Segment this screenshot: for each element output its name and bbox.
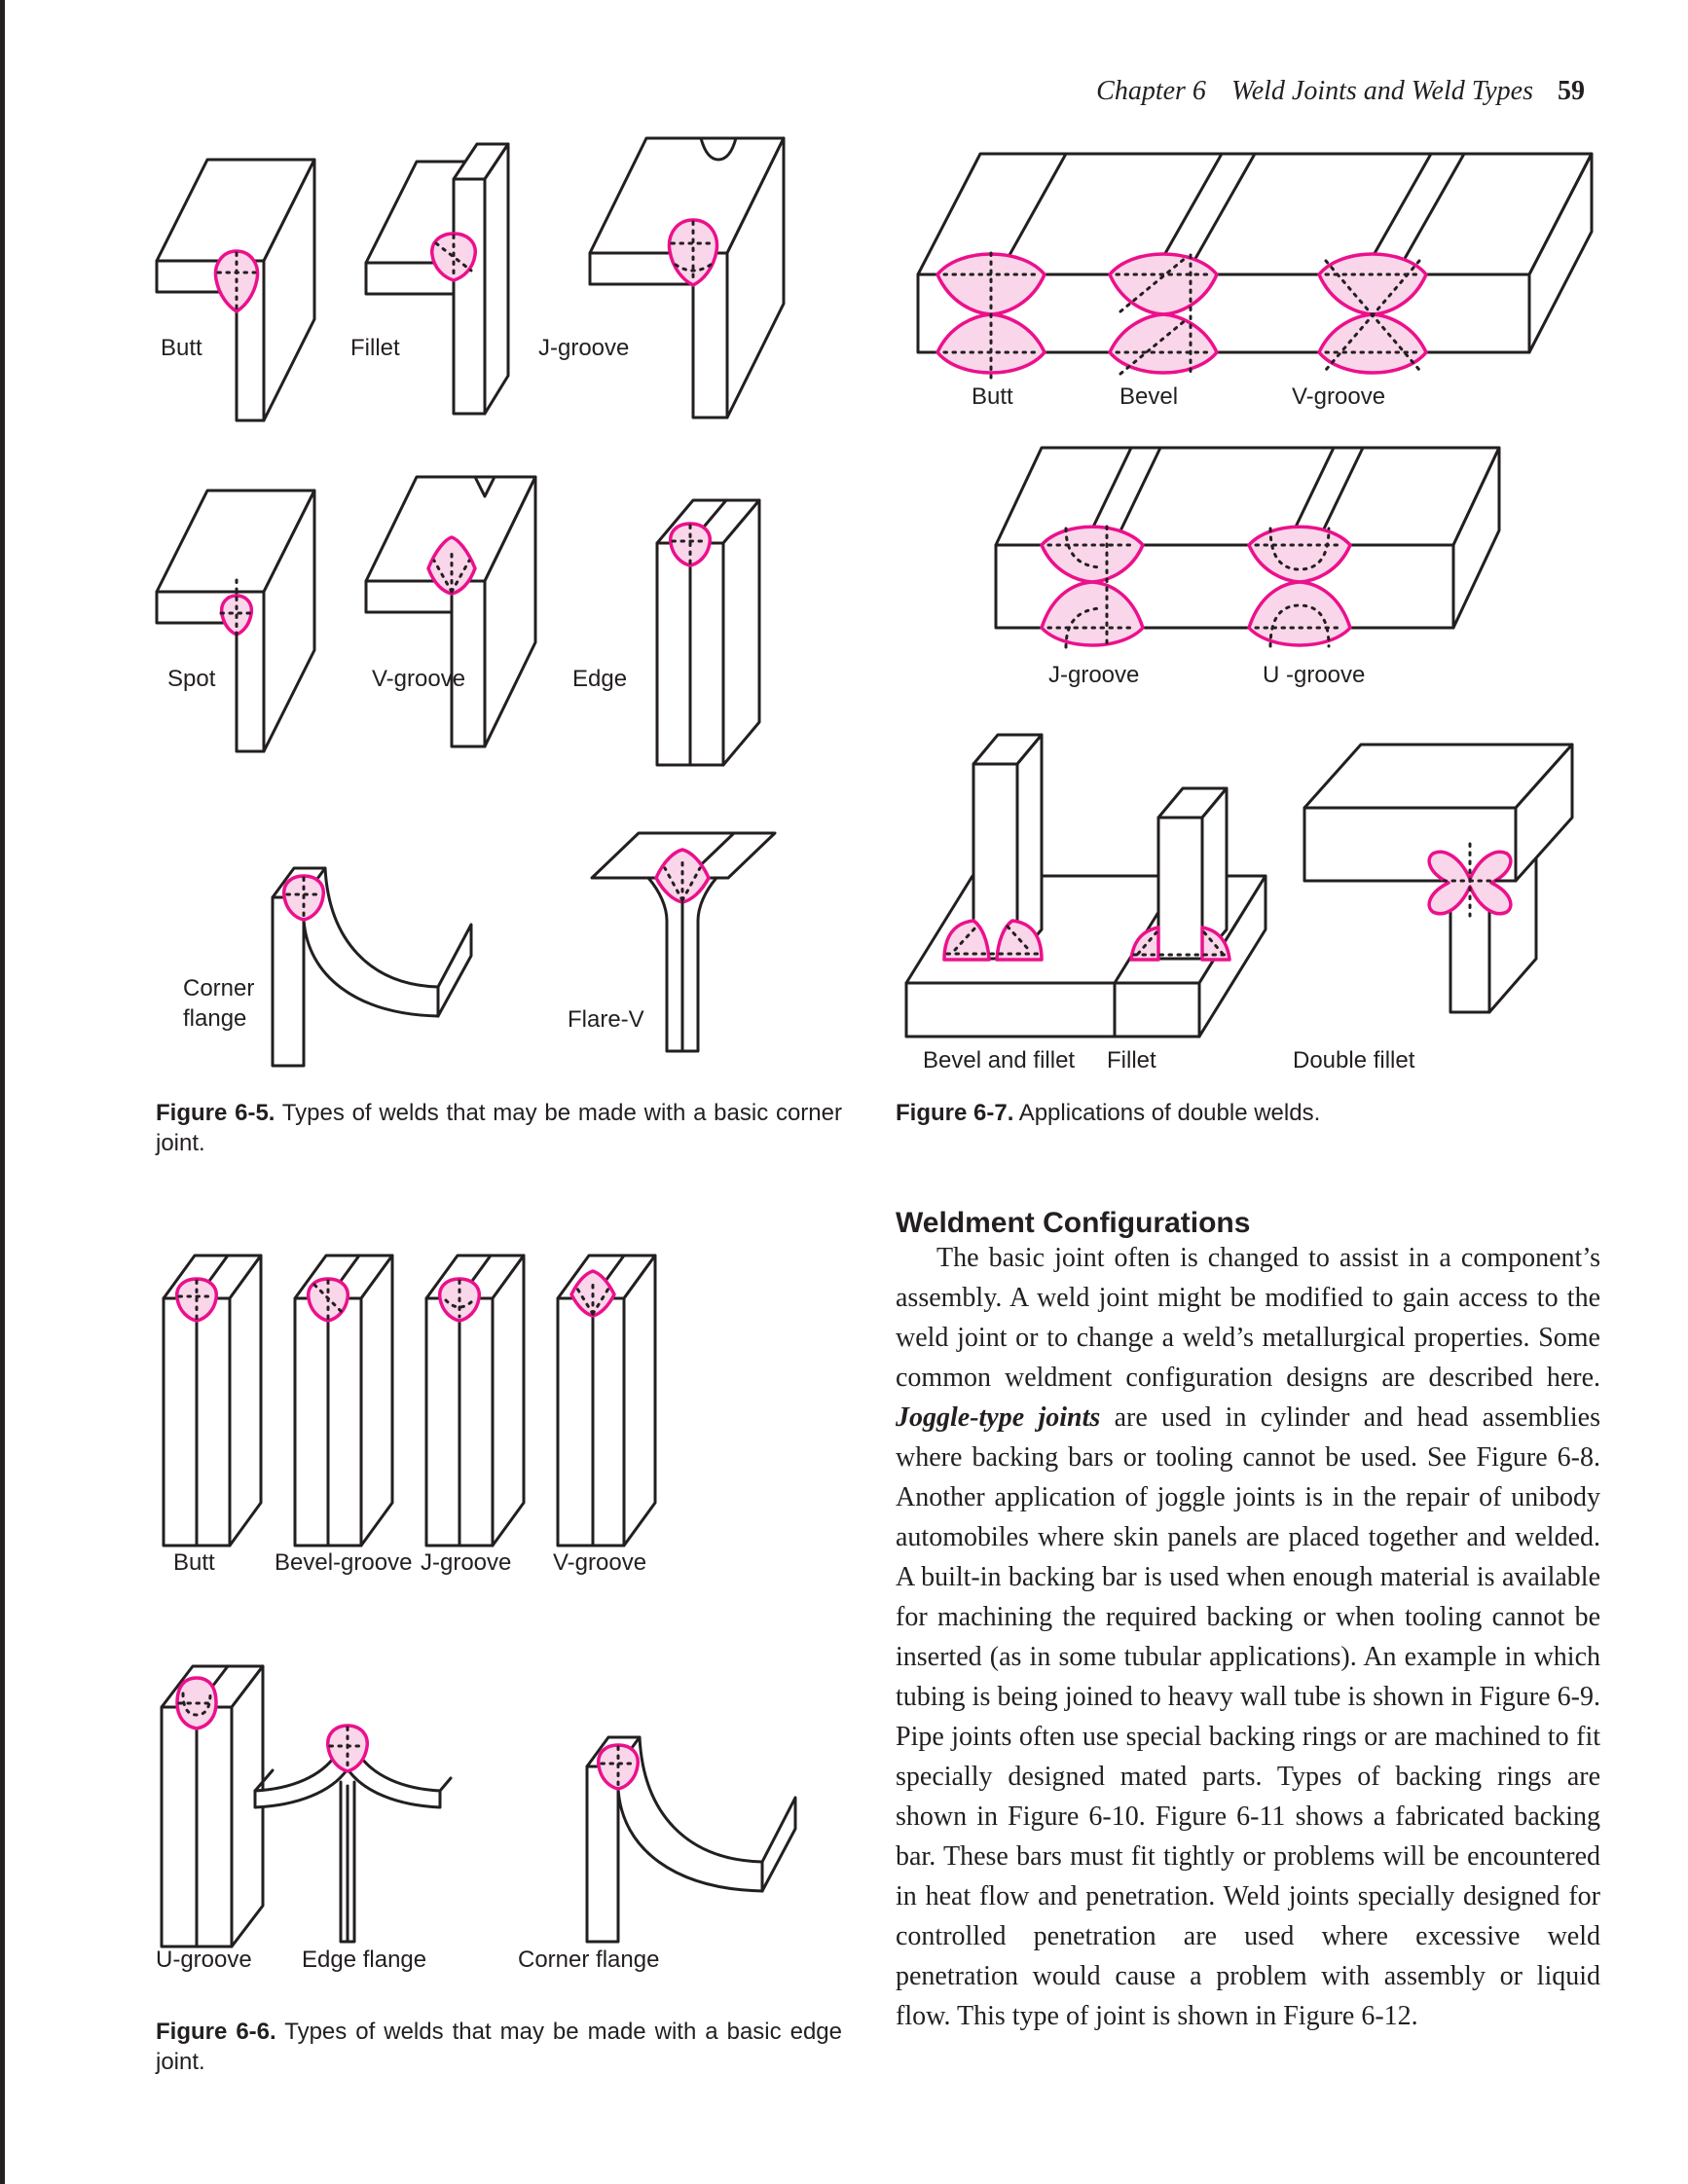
double-weld-tjoint-diagram	[904, 733, 1267, 1038]
edge-u-groove-weld-diagram	[160, 1664, 265, 1948]
double-weld-bar2-diagram	[994, 446, 1501, 649]
diagram-label: V-groove	[372, 666, 466, 692]
diagram-label: Fillet	[1107, 1047, 1156, 1074]
corner-spot-weld-diagram	[155, 489, 316, 753]
diagram-label: Butt	[161, 335, 202, 361]
diagram-label: Flare-V	[568, 1006, 644, 1033]
body-text-bold-italic: Joggle-type joints	[896, 1402, 1101, 1433]
diagram-label: Bevel	[1119, 383, 1179, 410]
flare-v-weld-diagram	[590, 831, 777, 1053]
chapter-title: Weld Joints and Weld Types	[1230, 76, 1533, 106]
edge-bevel-groove-weld-diagram	[293, 1254, 394, 1547]
corner-flange-weld-diagram	[271, 866, 473, 1068]
diagram-label: Butt	[972, 383, 1013, 410]
body-text-1: The basic joint often is changed to assi…	[896, 1243, 1600, 1393]
weld-bead	[1247, 525, 1352, 584]
diagram-label: V-groove	[553, 1549, 647, 1576]
double-weld-bar1-diagram	[916, 152, 1594, 380]
diagram-label: J-groove	[421, 1549, 512, 1576]
edge-flange-weld-diagram	[253, 1724, 453, 1944]
edge-butt-weld-diagram	[162, 1254, 263, 1547]
weld-bead	[1108, 312, 1219, 375]
double-fillet-diagram	[1303, 743, 1574, 1014]
edge-corner-flange-weld-diagram	[585, 1735, 797, 1944]
figure-6-6-caption: Figure 6-6. Types of welds that may be m…	[156, 2019, 843, 2075]
diagram-label: V-groove	[1292, 383, 1386, 410]
diagram-label: Bevel-groove	[275, 1549, 413, 1576]
corner-v-groove-weld-diagram	[364, 475, 537, 748]
edge-v-groove-weld-diagram	[556, 1254, 657, 1547]
weld-bead	[1317, 312, 1428, 375]
corner-fillet-weld-diagram	[364, 142, 510, 416]
corner-edge-weld-diagram	[655, 498, 761, 767]
page-edge-shadow	[0, 0, 5, 2184]
figure-6-7-caption-label: Figure 6-7.	[896, 1100, 1014, 1126]
figure-6-5-caption-label: Figure 6-5.	[156, 1100, 275, 1126]
diagram-label: Fillet	[350, 335, 400, 361]
running-header: Chapter 6 Weld Joints and Weld Types 59	[1096, 76, 1585, 107]
diagram-label: Spot	[167, 666, 216, 692]
edge-j-groove-weld-diagram	[424, 1254, 526, 1547]
diagram-label: Bevel and fillet	[923, 1047, 1076, 1074]
diagram-label: Edge	[572, 666, 628, 692]
weld-bead	[1247, 580, 1352, 647]
section-heading: Weldment Configurations	[896, 1207, 1251, 1239]
weld-bead	[654, 848, 711, 904]
body-paragraph: The basic joint often is changed to assi…	[896, 1238, 1600, 2036]
diagram-label: Edge flange	[302, 1947, 427, 1973]
corner-j-groove-weld-diagram	[588, 136, 786, 419]
weld-bead	[1040, 580, 1145, 647]
diagram-label: J-groove	[538, 335, 630, 361]
figure-6-5-caption: Figure 6-5. Types of welds that may be m…	[156, 1100, 842, 1156]
weld-bead	[1317, 252, 1428, 316]
chapter-label: Chapter 6	[1096, 76, 1206, 106]
diagram-label: U-groove	[156, 1947, 252, 1973]
weld-bead	[667, 218, 719, 287]
diagram-label: U -groove	[1263, 662, 1366, 688]
page-number: 59	[1558, 76, 1585, 106]
weld-bead	[936, 252, 1046, 316]
diagram-label: Corner flange	[183, 975, 255, 1032]
figure-6-6-caption-label: Figure 6-6.	[156, 2019, 276, 2045]
diagram-label: Corner flange	[518, 1947, 660, 1973]
corner-butt-weld-diagram	[155, 158, 316, 422]
figure-6-7-caption: Figure 6-7. Applications of double welds…	[896, 1100, 1321, 1126]
body-text-2: are used in cylinder and head assemblies…	[896, 1402, 1600, 2031]
diagram-label: Butt	[173, 1549, 215, 1576]
diagram-label: J-groove	[1048, 662, 1140, 688]
diagram-label: Double fillet	[1293, 1047, 1415, 1074]
